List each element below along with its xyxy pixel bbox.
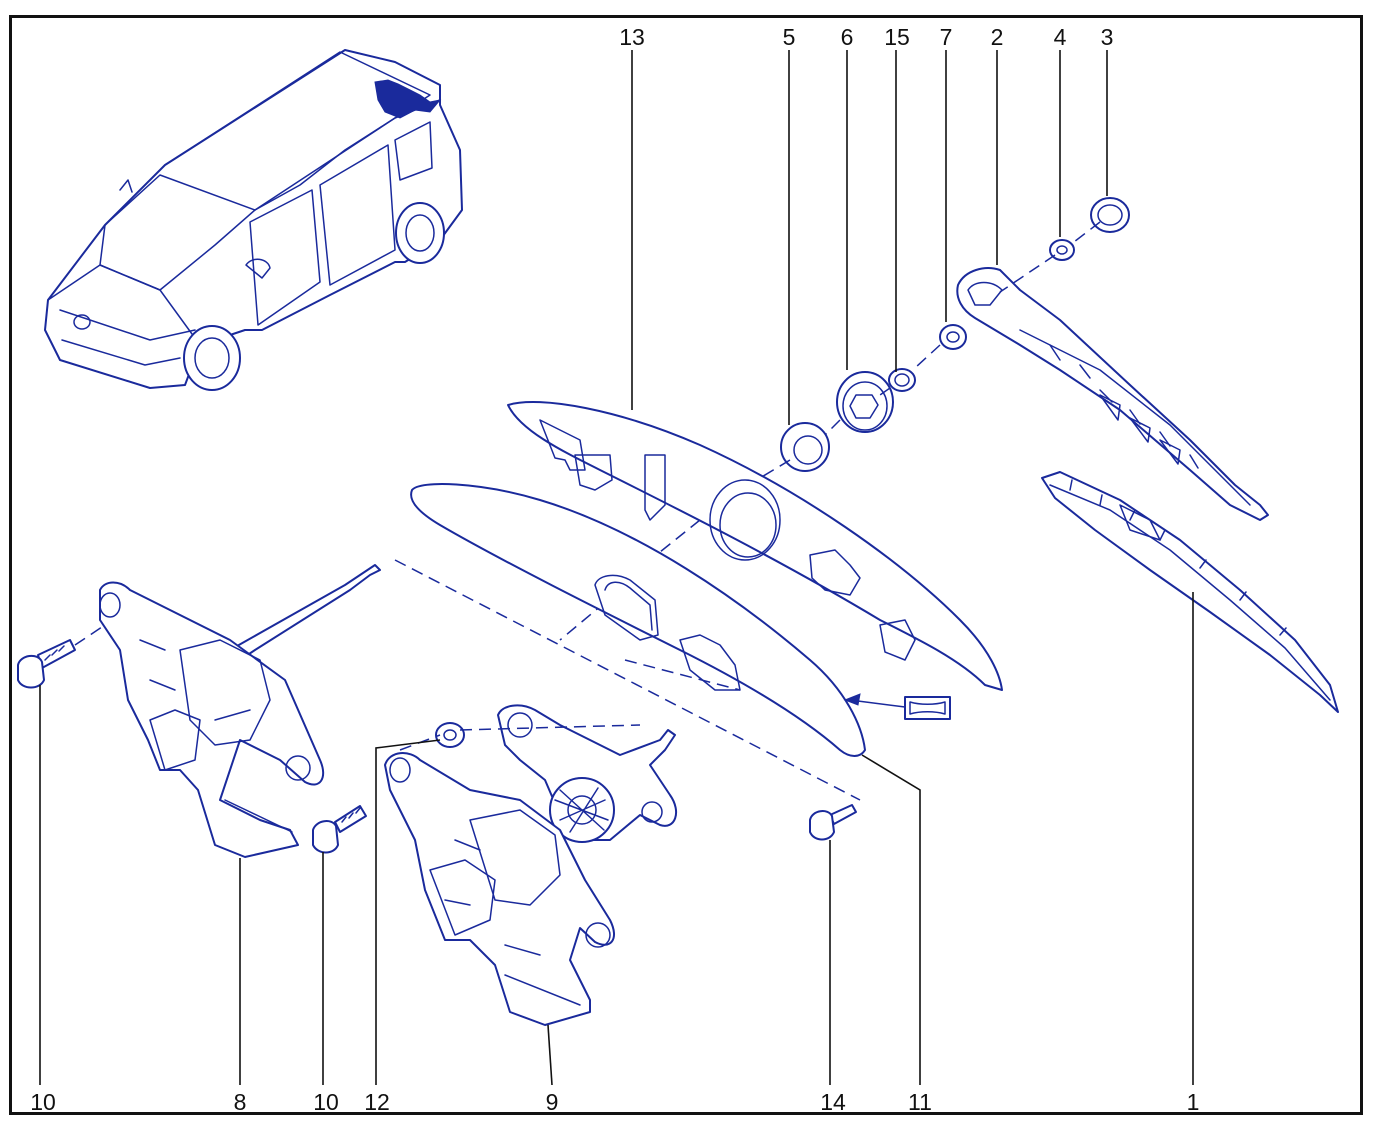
callout-15: 15 [884,24,910,50]
bolt-left [17,639,76,689]
arm-nut [1049,239,1075,261]
callout-labels: 13 5 6 15 7 2 4 3 10 8 10 12 9 14 11 1 [30,24,1199,1115]
washer [888,368,916,392]
grommet [780,422,830,472]
nut-12 [435,722,465,748]
shaft-nut [836,371,894,433]
motor-assembly-8 [99,564,381,858]
callout-3: 3 [1101,24,1114,50]
outer-cover [410,483,866,757]
axis-line [74,624,106,646]
screw-14 [809,804,857,841]
leader-lines [39,50,1194,1086]
arm-cap [1090,197,1130,233]
callout-12: 12 [364,1089,390,1115]
wiper-blade [1041,471,1339,713]
inner-trim-panel [507,400,1003,691]
callout-9: 9 [546,1089,559,1115]
vehicle-overview [44,49,463,391]
callout-2: 2 [991,24,1004,50]
callout-13: 13 [619,24,645,50]
callout-6: 6 [841,24,854,50]
motor-assembly-9 [384,704,678,1026]
seal [904,696,951,720]
diagram-frame [9,15,1363,1115]
callout-11: 11 [908,1089,932,1115]
callout-4: 4 [1054,24,1067,50]
axis-line [394,559,861,801]
callout-14: 14 [820,1089,846,1115]
callout-5: 5 [783,24,796,50]
callout-10-left: 10 [30,1089,56,1115]
wiper-arm [956,267,1269,521]
callout-1: 1 [1187,1089,1200,1115]
spacer [939,324,967,350]
arrow-head [843,693,861,706]
callout-8: 8 [234,1089,247,1115]
callout-7: 7 [940,24,953,50]
callout-10-center: 10 [313,1089,339,1115]
bolt-center [312,805,367,854]
